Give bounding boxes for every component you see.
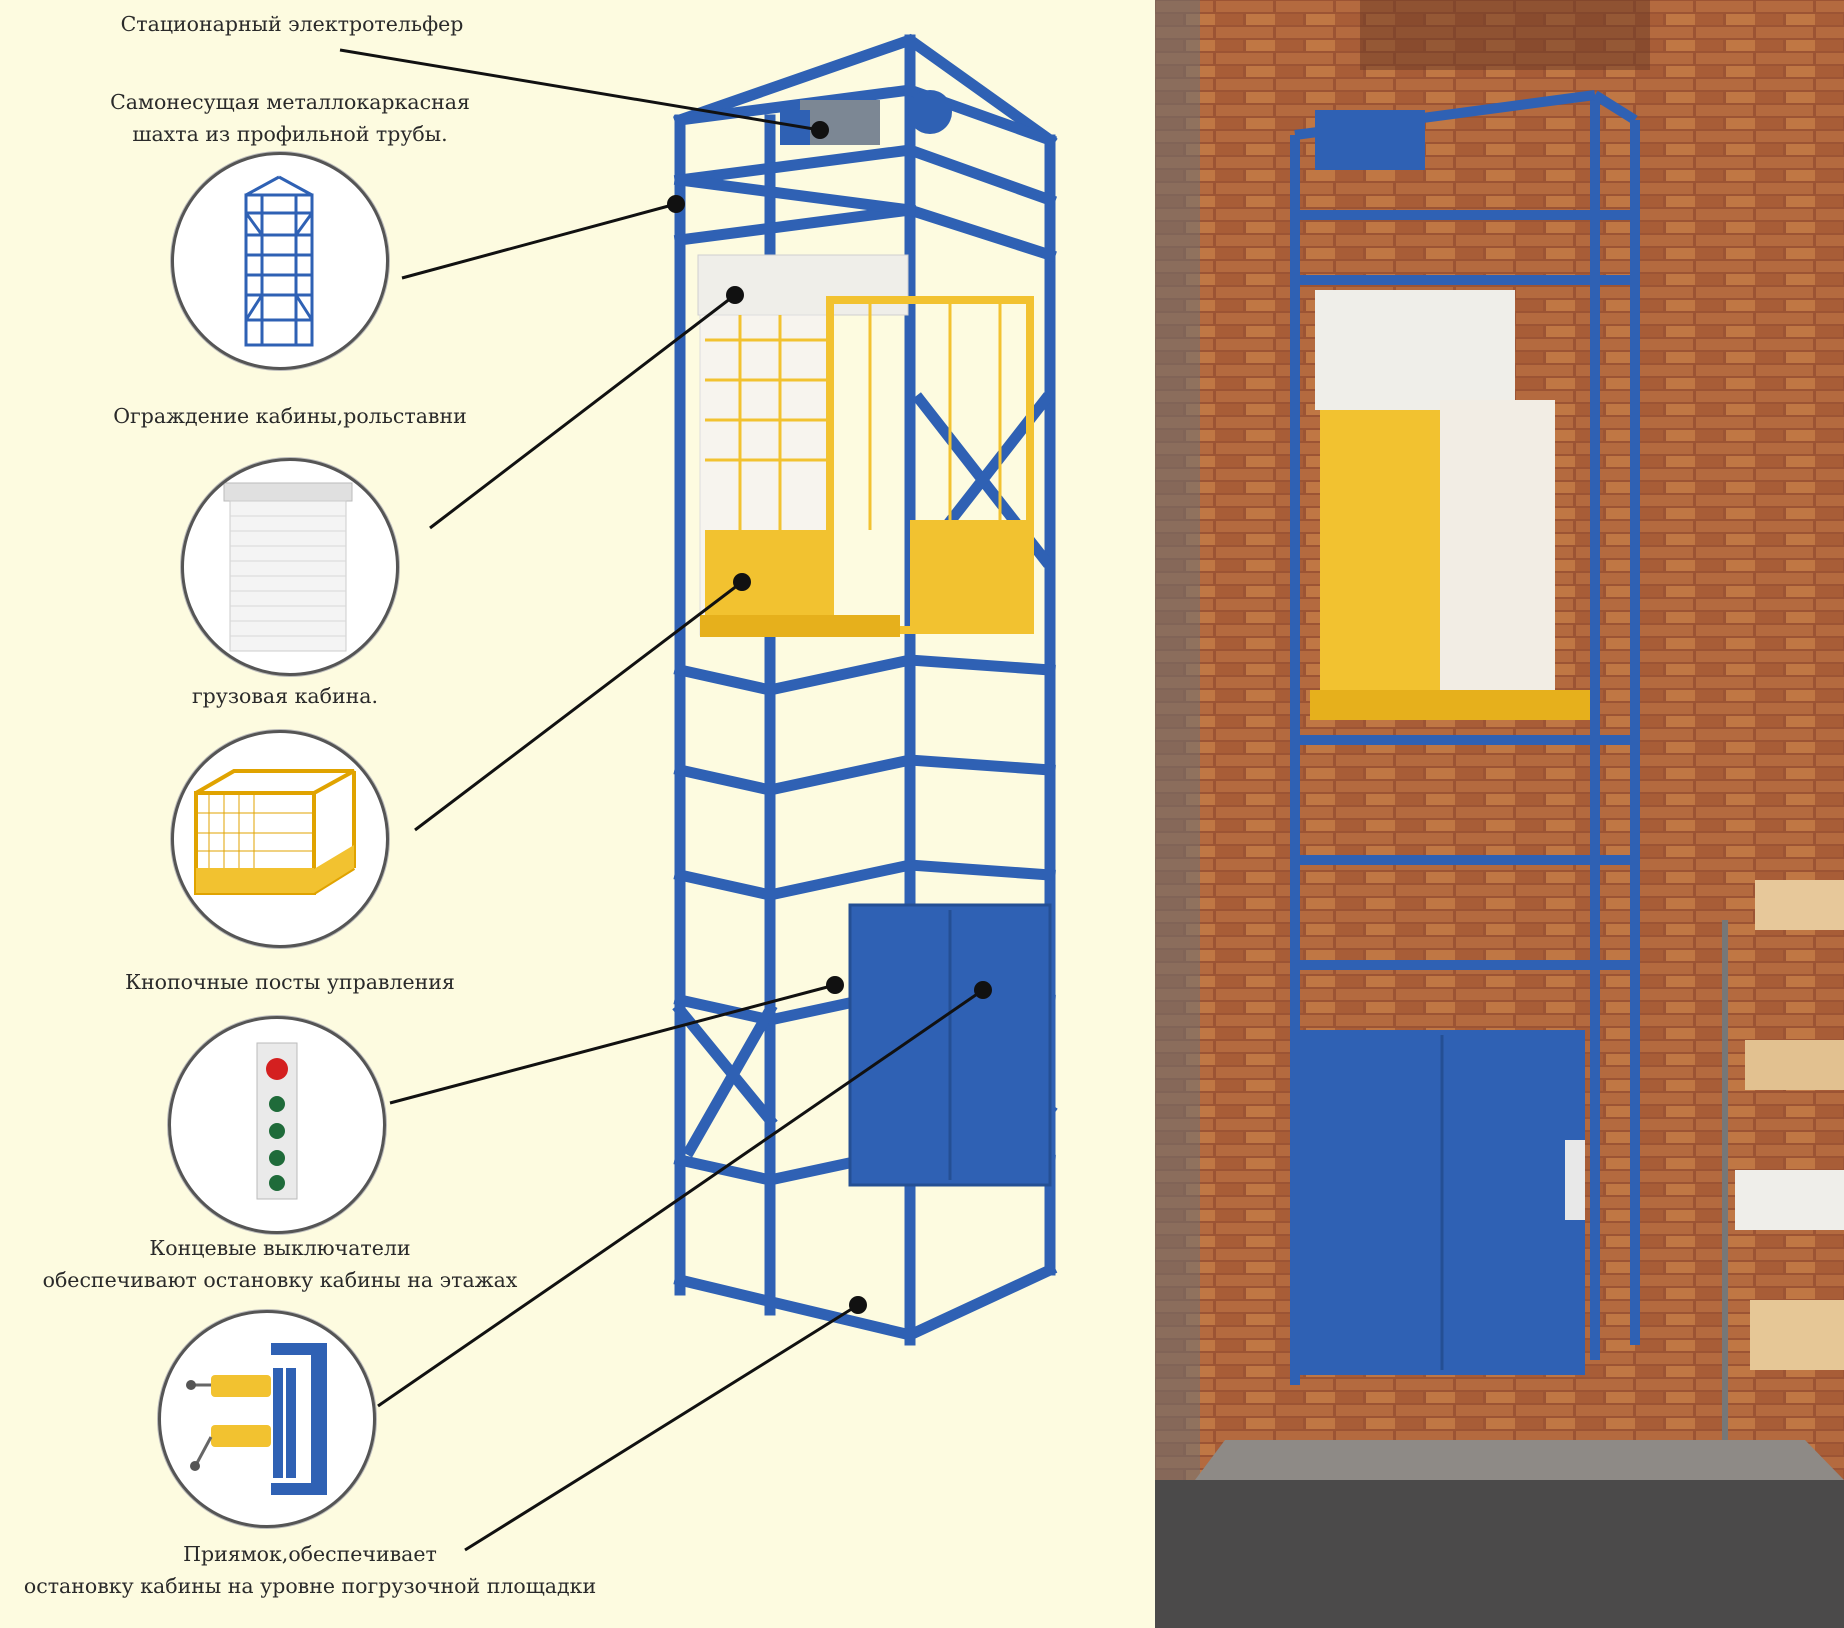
limit-switch-icon [158,1310,376,1528]
photo-panel [1155,0,1844,1628]
label-buttons: Кнопочные посты управления [125,970,455,994]
label-switches: Концевые выключатели обеспечивают остано… [42,1236,518,1292]
cargo-cabin-icon [171,730,389,948]
button-post-icon [168,1016,386,1234]
shaft-frame-icon [171,152,389,370]
label-pit: Приямок,обеспечивает остановку кабины на… [23,1542,597,1598]
label-hoist: Стационарный электротельфер [120,12,464,36]
diagram-panel: Стационарный электротельфер Самонесущая … [23,12,1058,1598]
label-shutter: Ограждение кабины,рольставни [113,404,467,428]
elevator-shaft-drawing [339,33,1058,1552]
label-shaft: Самонесущая металлокаркасная шахта из пр… [110,90,470,146]
label-cabin: грузовая кабина. [191,684,379,708]
roller-shutter-icon [181,458,399,676]
